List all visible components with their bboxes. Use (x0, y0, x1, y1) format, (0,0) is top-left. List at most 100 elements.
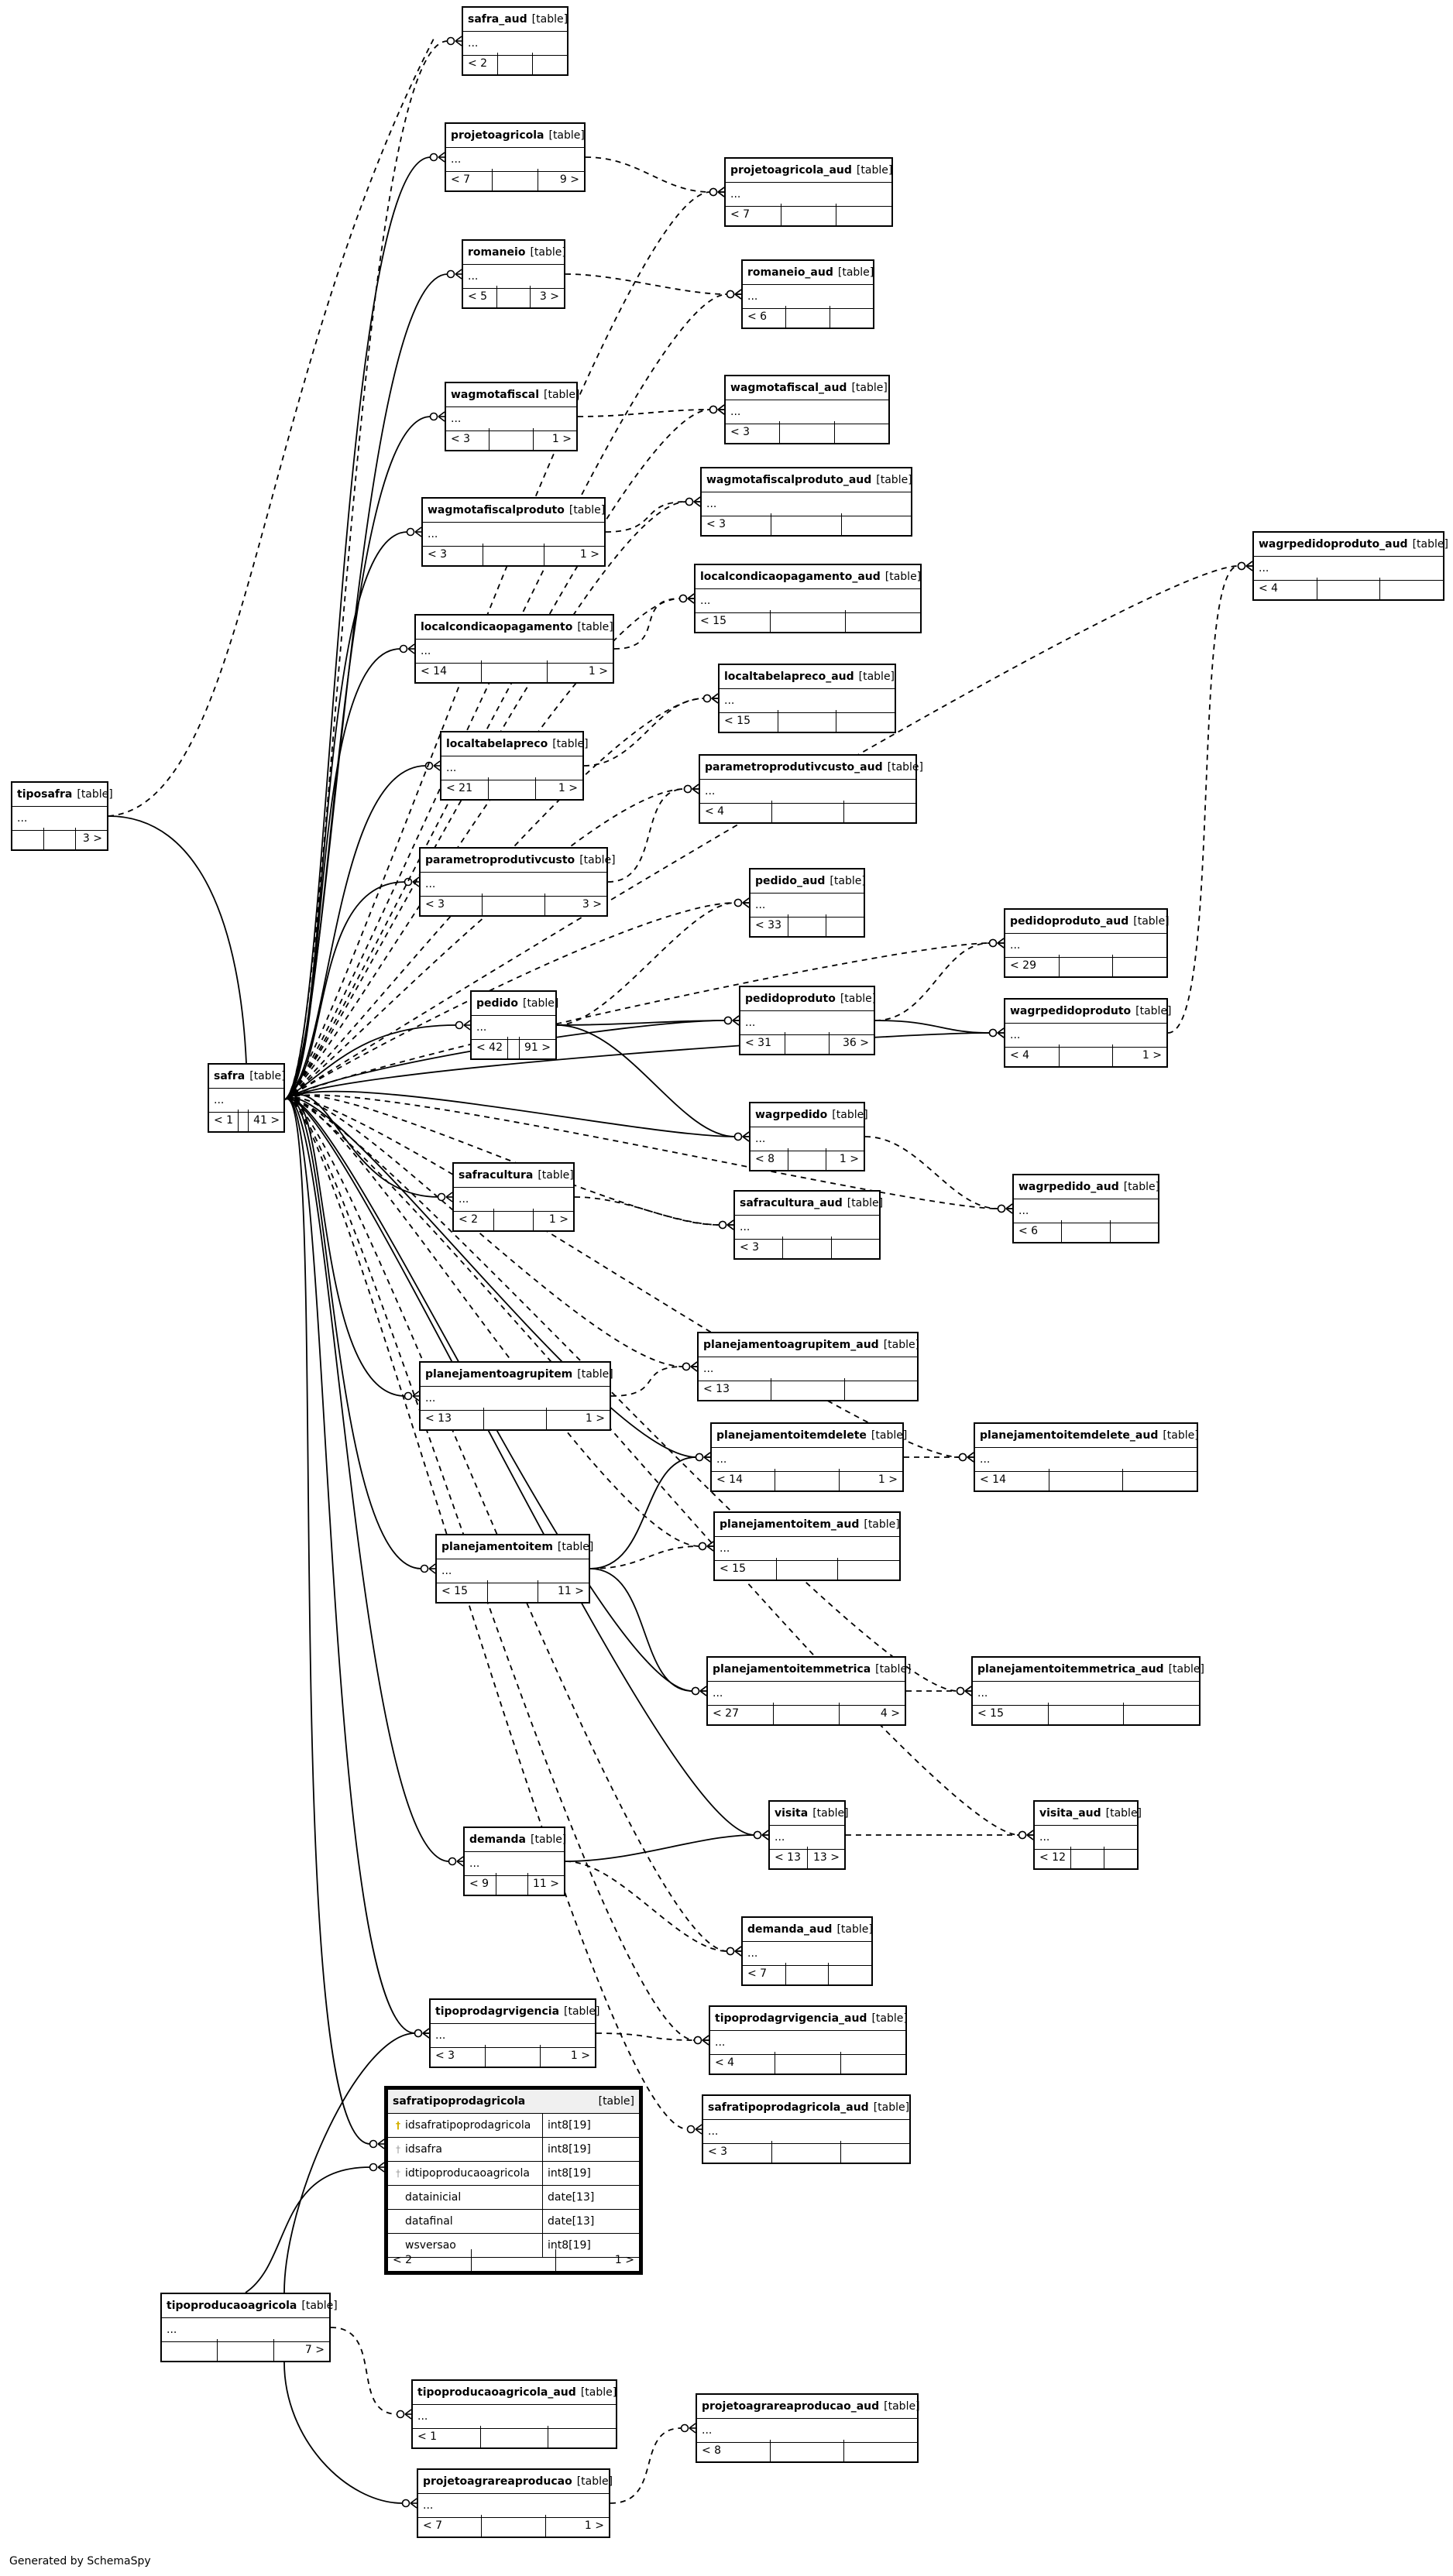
parent-count[interactable]: < 2 (388, 2249, 472, 2271)
parent-count[interactable]: < 3 (726, 421, 781, 443)
table-localcondicaopagamento-aud[interactable]: localcondicaopagamento_aud[table]...< 15 (694, 564, 922, 633)
table-name[interactable]: tipoproducaoagricola (167, 2300, 297, 2312)
child-count[interactable]: 11 > (533, 1878, 559, 1890)
table-name[interactable]: planejamentoitem (441, 1541, 553, 1553)
child-count[interactable]: 1 > (570, 2049, 590, 2062)
table-header[interactable]: planejamentoitemdelete_aud[table] (975, 1424, 1199, 1448)
parent-count[interactable]: < 31 (740, 1032, 785, 1054)
parent-count[interactable]: < 1 (209, 1110, 239, 1131)
table-header[interactable]: wagrpedidoproduto[table] (1005, 1000, 1172, 1024)
parent-count[interactable]: < 4 (1005, 1044, 1060, 1066)
parent-count[interactable]: < 29 (1005, 955, 1060, 976)
parent-count[interactable]: < 4 (710, 2052, 776, 2073)
table-header[interactable]: tipoprodagrvigencia[table] (431, 2000, 599, 2024)
parent-count[interactable]: < 27 (708, 1703, 774, 1724)
table-name[interactable]: projetoagricola (451, 129, 544, 142)
table-header[interactable]: localtabelapreco[table] (441, 732, 589, 756)
parent-count[interactable]: < 14 (712, 1469, 776, 1490)
parent-count[interactable]: < 3 (735, 1237, 784, 1258)
table-header[interactable]: visita[table] (770, 1802, 849, 1826)
table-header[interactable]: parametroprodutivcusto[table] (421, 849, 616, 873)
table-name[interactable]: projetoagricola_aud (730, 164, 852, 177)
table-header[interactable]: projetoagricola[table] (446, 124, 585, 148)
table-header[interactable]: projetoagrareaproducao_aud[table] (697, 2395, 920, 2419)
parent-count[interactable]: < 4 (1254, 578, 1317, 599)
table-name[interactable]: planejamentoagrupitem_aud (703, 1339, 879, 1351)
table-name[interactable]: safra_aud (468, 13, 527, 26)
table-header[interactable]: safra[table] (209, 1065, 286, 1089)
child-count[interactable]: 1 > (558, 782, 578, 794)
table-name[interactable]: tipoprodagrvigencia_aud (715, 2012, 867, 2025)
parent-count[interactable]: < 33 (751, 914, 788, 936)
table-name[interactable]: safra (214, 1070, 246, 1082)
child-count[interactable]: 3 > (582, 898, 602, 911)
table-header[interactable]: tipoprodagrvigencia_aud[table] (710, 2007, 908, 2031)
table-name[interactable]: wagrpedido (755, 1109, 828, 1121)
child-count[interactable]: 3 > (539, 290, 560, 303)
table-header[interactable]: planejamentoitemmetrica_aud[table] (973, 1658, 1204, 1682)
table-header[interactable]: localtabelapreco_aud[table] (720, 665, 895, 689)
table-safratipoprodagricola[interactable]: safratipoprodagricola[table]†idsafratipo… (384, 2086, 643, 2275)
table-name[interactable]: projetoagrareaproducao_aud (702, 2400, 880, 2413)
parent-count[interactable]: < 42 (472, 1037, 508, 1058)
parent-count[interactable]: < 8 (697, 2440, 771, 2461)
table-header[interactable]: parametroprodutivcusto_aud[table] (700, 756, 923, 780)
table-projetoagrareaproducao-aud[interactable]: projetoagrareaproducao_aud[table]...< 8 (696, 2393, 920, 2463)
table-name[interactable]: tiposafra (17, 788, 73, 801)
table-name[interactable]: demanda_aud (747, 1923, 833, 1936)
table-wagrpedidoproduto-aud[interactable]: wagrpedidoproduto_aud[table]...< 4 (1252, 531, 1448, 601)
table-projetoagricola-aud[interactable]: projetoagricola_aud[table]...< 7 (724, 157, 893, 227)
child-count[interactable]: 41 > (253, 1114, 280, 1127)
table-header[interactable]: pedidoproduto_aud[table] (1005, 910, 1170, 934)
table-romaneio-aud[interactable]: romaneio_aud[table]...< 6 (741, 259, 874, 329)
parent-count[interactable]: < 13 (699, 1378, 772, 1400)
table-header[interactable]: demanda_aud[table] (743, 1918, 873, 1942)
table-name[interactable]: localcondicaopagamento (421, 621, 573, 633)
table-header[interactable]: wagmotafiscal[table] (446, 383, 579, 407)
table-name[interactable]: planejamentoagrupitem (425, 1368, 573, 1381)
table-planejamentoagrupitem-aud[interactable]: planejamentoagrupitem_aud[table]...< 13 (697, 1332, 919, 1401)
parent-count[interactable]: < 3 (446, 428, 490, 450)
table-header[interactable]: safra_aud[table] (463, 8, 568, 32)
table-name[interactable]: localtabelapreco_aud (724, 671, 854, 683)
parent-count[interactable]: < 15 (973, 1703, 1049, 1724)
table-header[interactable]: pedido[table] (472, 992, 558, 1016)
parent-count[interactable]: < 2 (463, 53, 498, 74)
table-name[interactable]: visita_aud (1039, 1807, 1101, 1820)
table-safracultura-aud[interactable]: safracultura_aud[table]...< 3 (733, 1190, 883, 1260)
table-header[interactable]: planejamentoitemdelete[table] (712, 1424, 907, 1448)
child-count[interactable]: 1 > (878, 1473, 898, 1486)
table-header[interactable]: demanda[table] (465, 1828, 566, 1852)
parent-count[interactable]: < 3 (431, 2045, 486, 2067)
table-name[interactable]: localcondicaopagamento_aud (700, 571, 881, 583)
parent-count[interactable]: < 7 (418, 2515, 483, 2537)
table-header[interactable]: wagmotafiscal_aud[table] (726, 376, 888, 400)
table-header[interactable]: tipoproducaoagricola[table] (162, 2294, 338, 2318)
table-header[interactable]: projetoagricola_aud[table] (726, 159, 892, 183)
table-header[interactable]: projetoagrareaproducao[table] (418, 2470, 613, 2494)
table-header[interactable]: planejamentoagrupitem[table] (421, 1363, 613, 1387)
parent-count[interactable]: < 15 (720, 710, 778, 732)
table-tipoproducaoagricola[interactable]: tipoproducaoagricola[table]...7 > (160, 2293, 338, 2362)
table-header[interactable]: safracultura[table] (454, 1164, 574, 1188)
table-name[interactable]: pedido (476, 997, 518, 1010)
child-count[interactable]: 1 > (585, 1412, 606, 1425)
table-header[interactable]: localcondicaopagamento[table] (416, 616, 613, 640)
table-header[interactable]: pedidoproduto[table] (740, 987, 876, 1011)
table-name[interactable]: safracultura (459, 1169, 534, 1182)
table-header[interactable]: safracultura_aud[table] (735, 1192, 883, 1216)
